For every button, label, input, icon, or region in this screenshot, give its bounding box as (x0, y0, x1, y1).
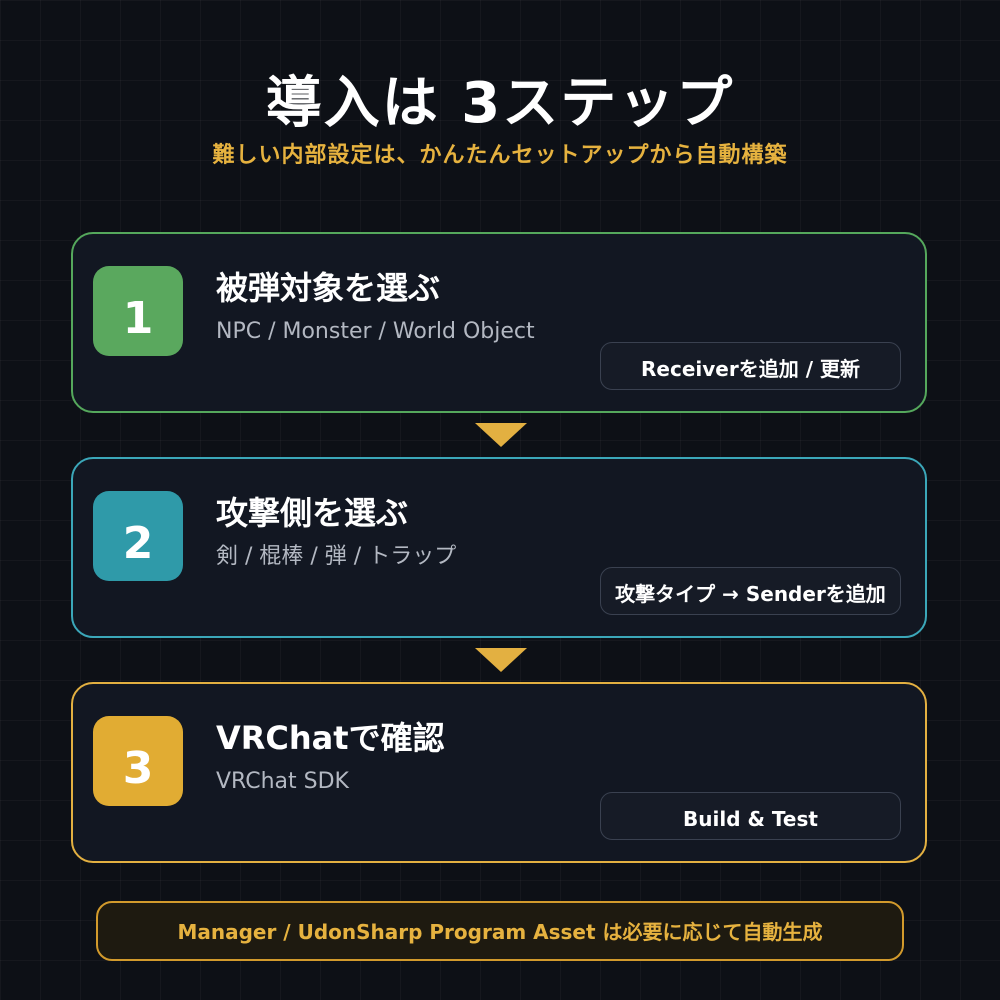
step-card-3: 3 VRChatで確認 VRChat SDK Build & Test (71, 682, 927, 863)
footer-note: Manager / UdonSharp Program Asset は必要に応じ… (96, 901, 904, 961)
step-title: VRChatで確認 (216, 719, 445, 757)
page-subtitle: 難しい内部設定は、かんたんセットアップから自動構築 (212, 143, 788, 168)
page-title: 導入は 3ステップ (265, 71, 735, 136)
step-description: 剣 / 棍棒 / 弾 / トラップ (216, 544, 457, 569)
arrow-down-icon (475, 648, 527, 672)
step-description: VRChat SDK (216, 769, 349, 794)
build-and-test-button[interactable]: Build & Test (600, 792, 901, 840)
arrow-down-icon (475, 423, 527, 447)
step-title: 攻撃側を選ぶ (216, 494, 409, 532)
add-sender-button[interactable]: 攻撃タイプ → Senderを追加 (600, 567, 901, 615)
step-card-2: 2 攻撃側を選ぶ 剣 / 棍棒 / 弾 / トラップ 攻撃タイプ → Sende… (71, 457, 927, 638)
step-description: NPC / Monster / World Object (216, 319, 535, 344)
step-number-badge: 2 (93, 491, 183, 581)
step-number-badge: 1 (93, 266, 183, 356)
add-receiver-button[interactable]: Receiverを追加 / 更新 (600, 342, 901, 390)
step-number-badge: 3 (93, 716, 183, 806)
step-card-1: 1 被弾対象を選ぶ NPC / Monster / World Object R… (71, 232, 927, 413)
step-title: 被弾対象を選ぶ (216, 269, 441, 307)
